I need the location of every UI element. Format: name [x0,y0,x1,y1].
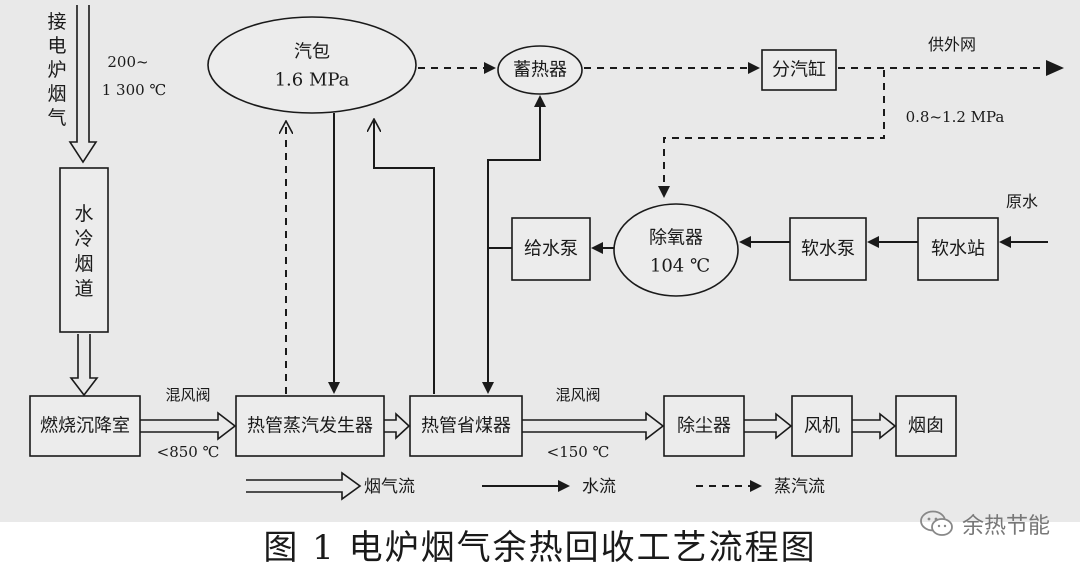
watermark: 余热节能 [920,504,1050,544]
fan-label: 风机 [804,416,840,437]
wechat-icon [920,510,953,536]
legend-steam-label: 蒸汽流 [774,477,825,497]
inlet-label-char-5: 气 [47,107,66,129]
raw-water-label: 原水 [1006,192,1038,211]
inlet-temp-line2: 1 300 ℃ [102,81,167,99]
water-cooled-flue-box [59,167,109,333]
steam-drum-label: 汽包 [294,42,330,63]
legend: 烟气流 水流 蒸汽流 [246,471,825,501]
steam-header-label: 分汽缸 [772,59,826,81]
deaerator-temp: 104 ℃ [650,256,710,277]
inlet-label-char-4: 烟 [47,83,66,105]
legend-flue-gas-symbol [246,471,362,501]
generator-to-economizer-arrow [384,412,411,440]
steam-header-box [761,49,837,91]
feed-pump-to-economizer-line [482,247,512,394]
deaerator-ellipse [613,203,739,297]
mixing-valve-label-2: 混风阀 [555,386,600,404]
fan-to-chimney-arrow [852,412,897,440]
inlet-label-char-2: 电 [47,35,66,57]
temp-lt850-label: <850 ℃ [157,443,220,461]
soft-water-pump-box [789,217,867,281]
heat-pipe-economizer-box [409,395,523,457]
economizer-to-accumulator-line [487,95,546,248]
water-cooled-flue-char-1: 水 [74,203,93,225]
steam-drum-ellipse [207,16,417,114]
inlet-flue-gas-arrow [68,5,98,164]
heat-pipe-steam-generator-label: 热管蒸汽发生器 [247,416,373,437]
soft-water-station-label: 软水站 [931,239,985,260]
legend-water-label: 水流 [582,477,616,497]
chamber-to-generator-arrow [140,411,237,441]
combustion-chamber-box [29,395,141,457]
temp-lt150-label: <150 ℃ [547,443,610,461]
flue-to-chamber-arrow [69,334,99,397]
header-to-deaerator-line [658,70,885,198]
flow-diagram: 接 电 炉 烟 气 200~ 1 300 ℃ 水 冷 烟 道 燃烧沉降室 热管蒸… [29,5,1064,501]
steam-drum-pressure: 1.6 MPa [275,70,350,91]
external-network-label: 供外网 [928,35,976,54]
combustion-chamber-label: 燃烧沉降室 [40,416,130,437]
fan-box [791,395,853,457]
inlet-label-char-1: 接 [47,11,66,33]
legend-flue-gas-label: 烟气流 [364,477,415,497]
water-cooled-flue-char-3: 烟 [74,253,93,275]
water-cooled-flue-char-2: 冷 [74,228,93,250]
dust-collector-box [663,395,745,457]
chimney-label: 烟囱 [908,416,944,437]
watermark-text: 余热节能 [961,514,1050,539]
accumulator-ellipse [497,45,583,95]
accumulator-label: 蓄热器 [513,60,567,81]
heat-pipe-steam-generator-box [235,395,385,457]
diagram-canvas: 接 电 炉 烟 气 200~ 1 300 ℃ 水 冷 烟 道 燃烧沉降室 热管蒸… [0,0,1080,522]
feed-water-pump-label: 给水泵 [524,239,578,260]
dust-collector-label: 除尘器 [677,416,731,437]
figure-caption: 图 1 电炉烟气余热回收工艺流程图 [0,522,1080,575]
inlet-temp-line1: 200~ [107,53,148,71]
mixing-valve-label-1: 混风阀 [165,386,210,404]
inlet-label-char-3: 炉 [47,59,66,81]
heat-pipe-economizer-label: 热管省煤器 [421,416,511,437]
soft-water-station-box [917,217,999,281]
economizer-to-dust-collector-arrow [522,411,665,441]
external-network-pressure: 0.8~1.2 MPa [906,108,1005,126]
deaerator-label: 除氧器 [649,228,703,249]
economizer-to-drum-water-line [374,120,435,394]
dust-collector-to-fan-arrow [744,412,793,440]
water-cooled-flue-char-4: 道 [74,278,93,300]
soft-water-pump-label: 软水泵 [801,239,855,260]
